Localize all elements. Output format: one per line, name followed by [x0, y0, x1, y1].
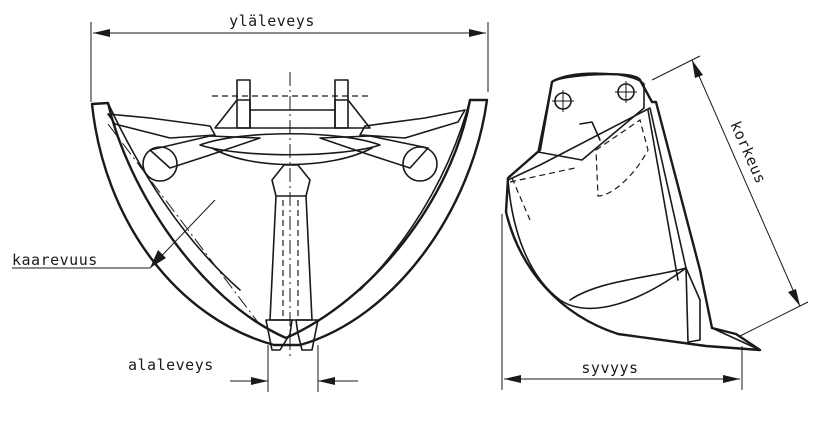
- side-cutting-edge: [685, 267, 701, 343]
- top-width-dimension: [90, 22, 489, 102]
- front-side-brackets: [107, 109, 466, 169]
- curvature-label: kaarevuus: [12, 251, 98, 269]
- depth-dimension: [501, 214, 743, 390]
- bottom-width-label: alaleveys: [128, 356, 214, 374]
- front-view: yläleveys: [12, 12, 489, 392]
- front-centre-tooth: [265, 164, 319, 351]
- depth-label: syvyys: [581, 359, 638, 377]
- right-pivot-circle: [402, 146, 438, 182]
- side-bucket-body: [504, 72, 762, 352]
- side-bracket-plate: [537, 72, 645, 161]
- curvature-leader: [12, 199, 216, 269]
- side-view: korkeus syvyys: [501, 55, 809, 390]
- side-inner-curve: [507, 107, 687, 310]
- top-width-label: yläleveys: [229, 12, 315, 30]
- left-pivot-circle: [142, 146, 178, 182]
- upper-pin-hole: [552, 90, 574, 112]
- curvature-chord-line: [107, 123, 261, 326]
- height-dimension: [651, 55, 809, 337]
- lower-pin-hole: [615, 81, 637, 103]
- bottom-width-dimension: [230, 345, 358, 392]
